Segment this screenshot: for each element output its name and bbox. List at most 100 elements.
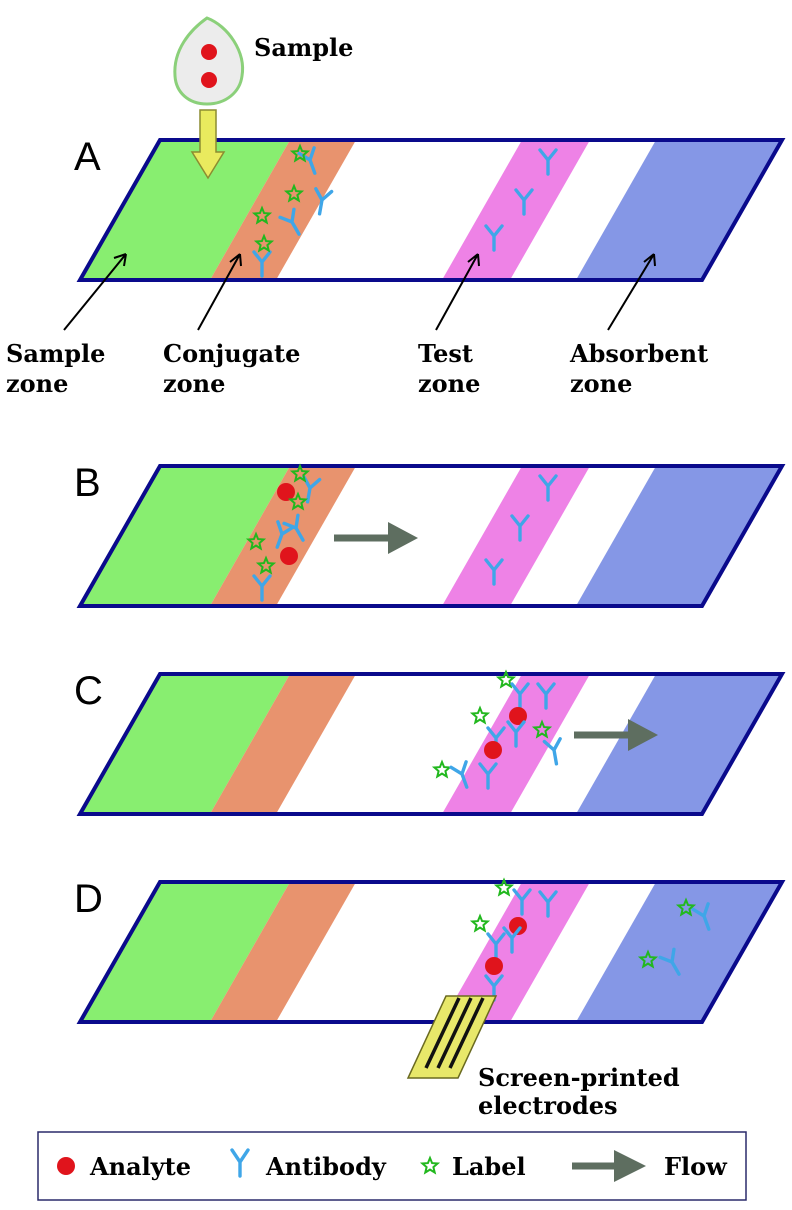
conjugate-zone-label: zone [163, 369, 225, 398]
legend-label-label: Label [452, 1152, 526, 1181]
conjugate-zone [210, 674, 356, 814]
label-star-icon [675, 897, 697, 917]
label-star-icon [495, 669, 517, 689]
absorbent-zone [576, 674, 782, 814]
antibody-icon [484, 558, 504, 586]
absorbent-zone [576, 882, 782, 1022]
test-zone-label: Test [418, 339, 473, 368]
antibody-icon [449, 760, 469, 789]
label-star-icon [251, 205, 273, 225]
absorbent-zone-pointer [607, 253, 656, 331]
sample-flow-arrow-icon [190, 109, 226, 180]
absorbent-zone [576, 140, 782, 280]
label-star-icon [253, 233, 275, 253]
test-strip-a [76, 138, 786, 282]
electrodes-label: electrodes [478, 1091, 618, 1120]
legend: Analyte Antibody Label Flow [37, 1131, 747, 1201]
sample-analyte-icon [201, 44, 217, 60]
label-star-icon [289, 143, 311, 163]
test-strip-c [76, 672, 786, 816]
conjugate-zone [210, 140, 356, 280]
flow-arrow-icon [334, 522, 418, 554]
green-star-icon [419, 1155, 441, 1175]
antibody-icon [506, 720, 526, 748]
label-star-icon [469, 913, 491, 933]
panel-label-b: B [74, 461, 101, 505]
antibody-icon [536, 682, 556, 710]
test-zone-label: zone [418, 369, 480, 398]
sample-zone-label: zone [6, 369, 68, 398]
sample-zone [80, 140, 290, 280]
analyte-dot-icon [509, 707, 527, 725]
conjugate-zone [210, 882, 356, 1022]
antibody-icon [542, 737, 562, 766]
antibody-icon [538, 890, 558, 918]
sample-zone-pointer [63, 253, 127, 331]
electrodes-label: Screen-printed [478, 1063, 680, 1092]
label-star-icon [287, 491, 309, 511]
analyte-dot-icon [509, 917, 527, 935]
antibody-icon [512, 888, 532, 916]
conjugate-zone-label: Conjugate [163, 339, 300, 368]
antibody-icon [278, 207, 301, 236]
antibody-icon [502, 926, 522, 954]
antibody-icon [510, 514, 530, 542]
strip-outline [76, 464, 786, 608]
label-star-icon [289, 463, 311, 483]
legend-label-antibody: Antibody [265, 1152, 387, 1181]
sample-zone [80, 466, 290, 606]
test-strip-d [76, 880, 786, 1024]
panel-label-c: C [74, 669, 103, 713]
absorbent-zone-label: zone [570, 369, 632, 398]
sample-zone [80, 882, 290, 1022]
flow-arrow-icon [574, 719, 658, 751]
sample-label: Sample [254, 33, 353, 62]
sample-zone-label: Sample [6, 339, 105, 368]
screen-printed-electrodes [406, 995, 498, 1079]
legend-label-flow: Flow [664, 1152, 728, 1181]
red-dot-icon [57, 1157, 75, 1175]
antibody-icon [314, 187, 334, 216]
panel-label-a: A [74, 135, 101, 179]
sample-droplet [173, 16, 245, 106]
label-star-icon [255, 555, 277, 575]
strip-outline [76, 672, 786, 816]
panel-label-d: D [74, 877, 103, 921]
test-zone [442, 140, 590, 280]
antibody-icon [486, 932, 506, 960]
analyte-dot-icon [280, 547, 298, 565]
analyte-dot-icon [484, 741, 502, 759]
antibody-icon [252, 574, 272, 602]
test-zone-pointer [435, 253, 480, 331]
antibody-icon [691, 902, 711, 931]
label-star-icon [283, 183, 305, 203]
sample-zone [80, 674, 290, 814]
absorbent-zone [576, 466, 782, 606]
label-star-icon [531, 719, 553, 739]
analyte-dot-icon [485, 957, 503, 975]
legend-label-analyte: Analyte [89, 1152, 191, 1181]
arrow-right-icon [572, 1150, 646, 1182]
test-zone [442, 466, 590, 606]
antibody-icon [252, 250, 272, 278]
strip-outline [76, 880, 786, 1024]
antibody-icon [510, 682, 530, 710]
label-star-icon [431, 759, 453, 779]
antibody-icon [514, 188, 534, 216]
strip-outline [76, 138, 786, 282]
antibody-icon [538, 148, 558, 176]
absorbent-zone-label: Absorbent [569, 339, 708, 368]
antibody-icon [658, 947, 681, 976]
label-star-icon [469, 705, 491, 725]
antibody-icon [478, 762, 498, 790]
y-antibody-icon [230, 1148, 250, 1178]
test-strip-b [76, 464, 786, 608]
zone-labels: Sample zone Conjugate zone Test zone Abs… [6, 339, 708, 398]
sample-analyte-icon [201, 72, 217, 88]
label-star-icon [493, 877, 515, 897]
antibody-icon [538, 474, 558, 502]
analyte-dot-icon [277, 483, 295, 501]
antibody-icon [484, 224, 504, 252]
label-star-icon [637, 949, 659, 969]
